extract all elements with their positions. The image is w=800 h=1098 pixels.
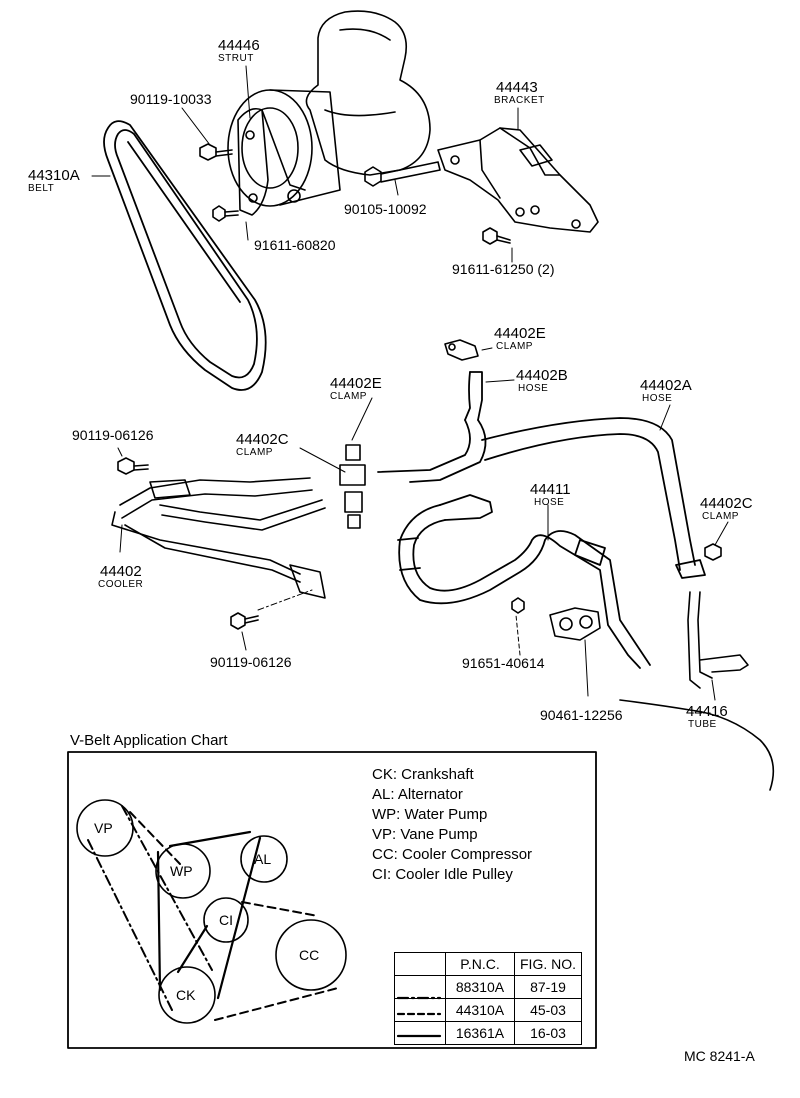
- chart-frame: [67, 751, 597, 1049]
- table-fig: 16-03: [514, 1021, 582, 1045]
- legend-ci: CI: Cooler Idle Pulley: [372, 866, 513, 883]
- part-name: BRACKET: [494, 95, 545, 106]
- hose-44411: [397, 494, 651, 669]
- clamp-44402E-mid: [339, 444, 366, 529]
- part-number: 44402B: [516, 367, 568, 384]
- pulley-vp: [76, 799, 134, 857]
- part-name: COOLER: [98, 579, 144, 590]
- pulley-label-ci: CI: [219, 912, 233, 928]
- label-90119-06126-b: 90119-06126: [210, 654, 292, 670]
- clamp-44402E-top: [444, 339, 479, 361]
- table-row: 44310A 45-03: [394, 998, 582, 1022]
- label-90119-06126-a: 90119-06126: [72, 427, 154, 443]
- cooler-44402: [111, 477, 326, 599]
- table-pnc: 88310A: [445, 975, 515, 999]
- pulley-ci: [203, 897, 249, 943]
- figure-code: MC 8241-A: [684, 1048, 755, 1064]
- label-91611-60820: 91611-60820: [254, 237, 336, 253]
- hose-44402A: [481, 417, 706, 579]
- legend-al: AL: Alternator: [372, 786, 463, 803]
- label-90105-10092: 90105-10092: [344, 201, 427, 217]
- legend-vp: VP: Vane Pump: [372, 826, 478, 843]
- part-name: BELT: [28, 183, 55, 194]
- part-number: 44402: [100, 563, 142, 580]
- label-91611-61250: 91611-61250 (2): [452, 261, 555, 277]
- table-header-line: [394, 952, 446, 976]
- table-header-row: P.N.C. FIG. NO.: [394, 952, 582, 976]
- pulley-label-cc: CC: [299, 947, 320, 963]
- clip-91651-40614: [511, 597, 525, 614]
- legend-wp: WP: Water Pump: [372, 806, 488, 823]
- bracket-44443: [437, 127, 599, 233]
- clamp-44402C-right: [704, 543, 722, 561]
- table-fig: 87-19: [514, 975, 582, 999]
- part-number: 44402C: [236, 431, 289, 448]
- table-row: 16361A 16-03: [394, 1021, 582, 1045]
- part-number: 44446: [218, 37, 260, 54]
- bolt-91611-60820: [212, 205, 239, 222]
- pulleys: [76, 799, 347, 1024]
- belt-route-solid: [156, 830, 262, 1000]
- tube-44416: [619, 591, 775, 791]
- part-name: HOSE: [534, 497, 565, 508]
- pulley-label-wp: WP: [170, 863, 193, 879]
- table-header-pnc: P.N.C.: [445, 952, 515, 976]
- part-name: TUBE: [688, 719, 717, 730]
- part-number: 44402C: [700, 495, 753, 512]
- chart-title: V-Belt Application Chart: [70, 732, 228, 749]
- legend-cc: CC: Cooler Compressor: [372, 846, 533, 863]
- belt-route-dashed: [129, 811, 339, 1021]
- hose-44402B: [377, 371, 487, 483]
- label-90119-10033: 90119-10033: [130, 91, 212, 107]
- part-name: CLAMP: [496, 341, 533, 352]
- table-row: 88310A 87-19: [394, 975, 582, 999]
- part-name: CLAMP: [702, 511, 739, 522]
- table-fig: 45-03: [514, 998, 582, 1022]
- table-line-cell: [394, 998, 446, 1022]
- belt-route-dash-dot: [87, 805, 213, 1011]
- part-number: 44310A: [28, 167, 80, 184]
- strut-44446: [237, 107, 306, 216]
- pulley-label-al: AL: [254, 851, 272, 867]
- part-name: CLAMP: [330, 391, 367, 402]
- bolt-90119-06126-a: [117, 457, 149, 475]
- pnc-table: P.N.C. FIG. NO. 88310A 87-19 44310A 45-0…: [394, 952, 582, 1045]
- part-number: 44443: [496, 79, 538, 96]
- table-header-fig: FIG. NO.: [514, 952, 582, 976]
- pulley-label-ck: CK: [176, 987, 196, 1003]
- pulley-cc: [275, 919, 347, 991]
- part-name: CLAMP: [236, 447, 273, 458]
- label-90461-12256: 90461-12256: [540, 707, 623, 723]
- bolt-90119-10033: [199, 143, 233, 161]
- part-name: HOSE: [642, 393, 673, 404]
- clamp-90461-12256: [549, 607, 601, 641]
- pulley-label-vp: VP: [94, 820, 113, 836]
- pulley-ck: [158, 966, 216, 1024]
- table-line-cell: [394, 975, 446, 999]
- bolt-90105-10092: [364, 161, 441, 187]
- bolt-90119-06126-b: [230, 612, 259, 630]
- part-name: HOSE: [518, 383, 549, 394]
- part-number: 44411: [530, 481, 571, 498]
- belt-44310A: [103, 120, 267, 391]
- legend-ck: CK: Crankshaft: [372, 766, 474, 783]
- part-number: 44402E: [330, 375, 382, 392]
- pulley-al: [240, 835, 288, 883]
- vane-pump-reservoir: [305, 10, 431, 176]
- bolt-91611-61250: [482, 227, 511, 245]
- part-number: 44402A: [640, 377, 692, 394]
- part-name: STRUT: [218, 53, 254, 64]
- table-pnc: 44310A: [445, 998, 515, 1022]
- pulley-wp: [155, 843, 211, 899]
- table-line-cell: [394, 1021, 446, 1045]
- part-number: 44416: [686, 703, 728, 720]
- part-number: 44402E: [494, 325, 546, 342]
- table-pnc: 16361A: [445, 1021, 515, 1045]
- label-91651-40614: 91651-40614: [462, 655, 545, 671]
- leader-lines: [91, 65, 729, 701]
- vane-pump-body: [227, 89, 341, 207]
